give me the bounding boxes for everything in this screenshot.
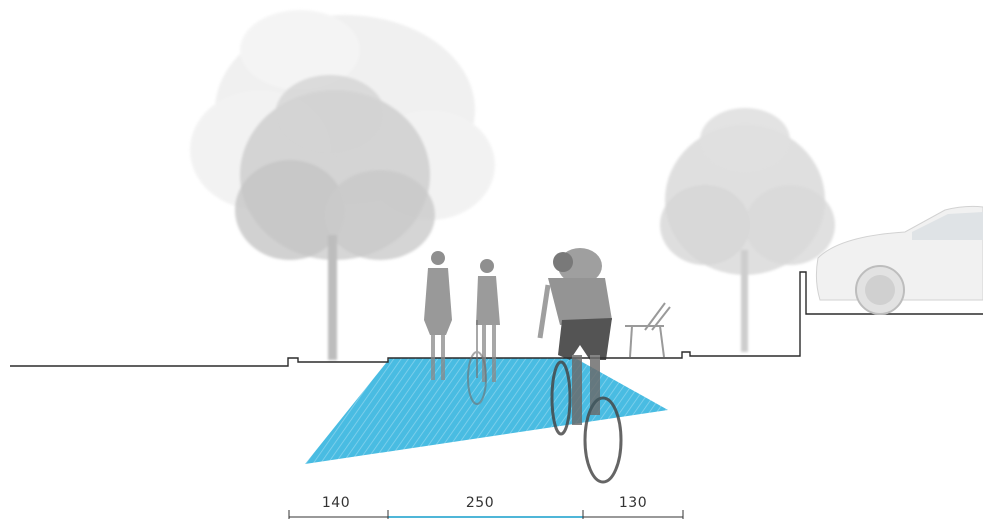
- dimension-label-right: 130: [619, 495, 647, 511]
- pedestrian-icon: [476, 259, 500, 382]
- pedestrian-icon: [424, 251, 452, 380]
- right-tree-icon: [660, 108, 835, 352]
- cyclist-icon: [537, 248, 623, 484]
- bicycle-icon: [467, 320, 487, 405]
- dimension-label-left: 140: [322, 495, 350, 511]
- car-icon: [815, 205, 983, 315]
- dimension-label-center: 250: [466, 495, 494, 511]
- ground-line: [10, 271, 983, 367]
- bench-icon: [625, 302, 671, 358]
- dimension-line: 140 250 130: [288, 495, 684, 519]
- left-tree-icon: [235, 75, 435, 360]
